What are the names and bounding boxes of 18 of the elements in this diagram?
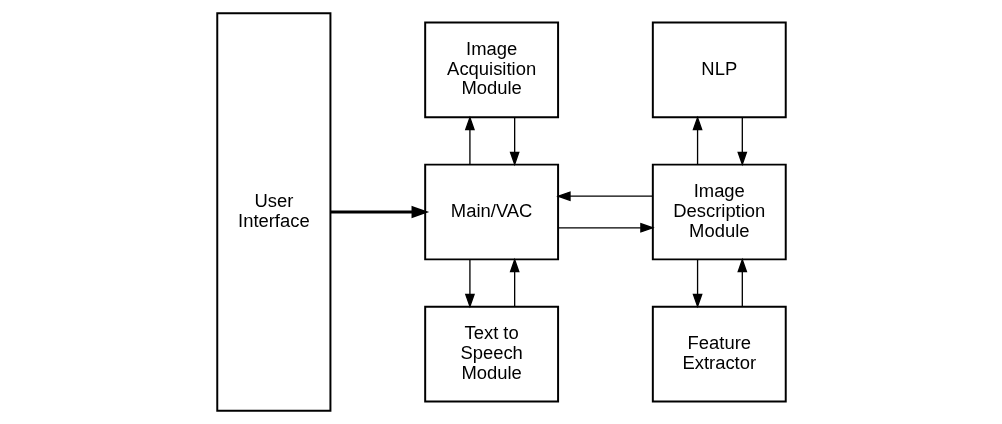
arrow (736, 116, 747, 167)
arrow (464, 259, 475, 309)
arrow (556, 222, 655, 233)
node-box: Main/VAC (423, 163, 559, 261)
arrow (692, 115, 703, 165)
arrow (330, 205, 429, 219)
node-box: NLP (651, 21, 787, 119)
arrow (692, 259, 703, 309)
node-box: User Interface (215, 12, 331, 412)
node-box: Image Acquisition Module (423, 21, 559, 119)
arrow (555, 191, 653, 202)
arrow (509, 116, 520, 167)
node-box: Image Description Module (651, 163, 787, 261)
arrow (736, 257, 747, 308)
arrow (509, 257, 520, 308)
arrow (464, 115, 475, 165)
node-box: Text to Speech Module (423, 305, 559, 403)
node-box: Feature Extractor (651, 305, 787, 403)
